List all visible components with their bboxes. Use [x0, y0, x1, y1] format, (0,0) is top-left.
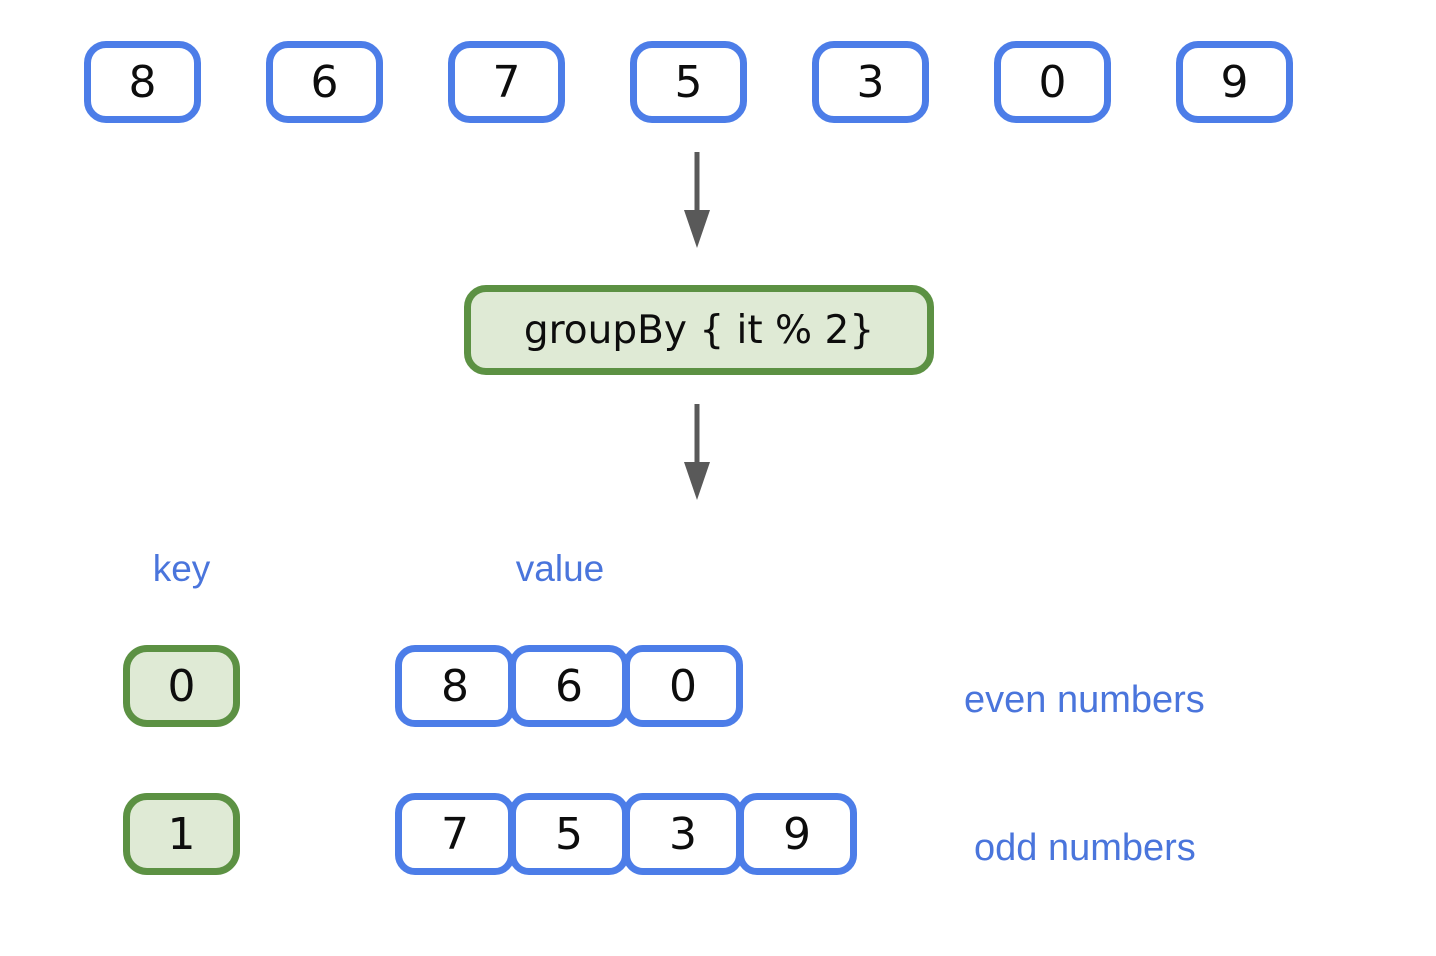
value-number-box: 9: [737, 793, 857, 875]
input-number-box: 5: [630, 41, 747, 123]
value-number-label: 6: [555, 660, 583, 712]
value-number-label: 0: [669, 660, 697, 712]
input-number-label: 8: [128, 56, 157, 108]
input-number-box: 6: [266, 41, 383, 123]
value-number-box: 6: [509, 645, 629, 727]
key-column-header: key: [152, 548, 211, 589]
value-number-box: 7: [395, 793, 515, 875]
groupby-operation-box: groupBy { it % 2}: [464, 285, 934, 375]
value-column-header: value: [515, 548, 605, 589]
input-number-list: 8 6 7 5 3 0 9: [84, 41, 1293, 123]
group-annotation-even: even numbers: [964, 679, 1205, 721]
value-number-box: 8: [395, 645, 515, 727]
input-number-box: 9: [1176, 41, 1293, 123]
key-label: 0: [167, 660, 196, 712]
value-strip-odd: 7 5 3 9: [395, 793, 857, 875]
value-number-label: 5: [555, 808, 583, 860]
down-arrow-icon: [684, 152, 710, 248]
key-box-even: 0: [123, 645, 240, 727]
value-number-label: 8: [441, 660, 469, 712]
key-box-odd: 1: [123, 793, 240, 875]
key-label: 1: [167, 808, 196, 860]
input-number-label: 5: [674, 56, 703, 108]
value-number-label: 3: [669, 808, 697, 860]
value-number-box: 0: [623, 645, 743, 727]
input-number-box: 0: [994, 41, 1111, 123]
input-number-box: 3: [812, 41, 929, 123]
group-annotation-odd: odd numbers: [974, 827, 1196, 869]
input-number-label: 9: [1220, 56, 1249, 108]
down-arrow-icon: [684, 404, 710, 500]
value-number-box: 5: [509, 793, 629, 875]
value-number-label: 9: [783, 808, 811, 860]
value-strip-even: 8 6 0: [395, 645, 743, 727]
value-number-box: 3: [623, 793, 743, 875]
value-number-label: 7: [441, 808, 469, 860]
input-number-label: 3: [856, 56, 885, 108]
input-number-label: 0: [1038, 56, 1067, 108]
input-number-box: 8: [84, 41, 201, 123]
input-number-box: 7: [448, 41, 565, 123]
input-number-label: 6: [310, 56, 339, 108]
input-number-label: 7: [492, 56, 521, 108]
groupby-operation-label: groupBy { it % 2}: [523, 307, 875, 353]
